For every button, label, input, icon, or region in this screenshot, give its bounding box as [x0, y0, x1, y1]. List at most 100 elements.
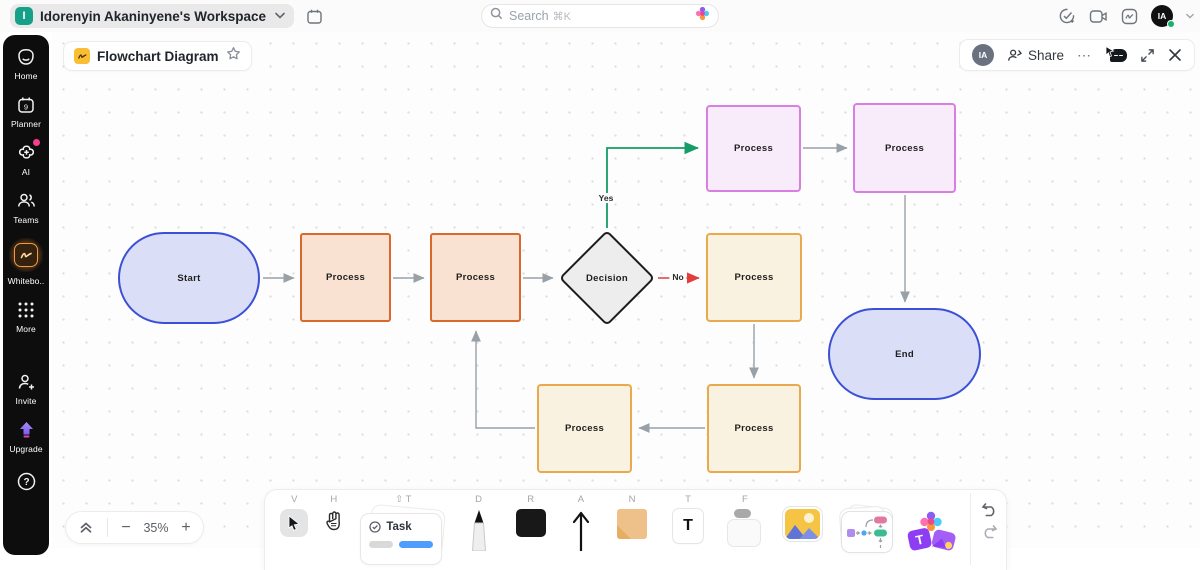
sidebar-item-more[interactable]: More: [3, 299, 49, 334]
tool-text[interactable]: T T: [659, 493, 717, 543]
redo-button[interactable]: [981, 523, 998, 539]
workspace-switcher[interactable]: I Idorenyin Akaninyene's Workspace: [10, 4, 294, 28]
zoom-out-button[interactable]: −: [115, 519, 137, 537]
sidebar-item-teams[interactable]: Teams: [3, 190, 49, 225]
sidebar-item-ai[interactable]: AI: [3, 142, 49, 177]
flow-node-end[interactable]: End: [828, 308, 981, 400]
node-label: Decision: [558, 229, 656, 327]
close-icon[interactable]: [1168, 48, 1182, 62]
sidebar-item-planner[interactable]: 9 Planner: [3, 94, 49, 129]
share-button[interactable]: Share: [1007, 48, 1064, 63]
favorite-star-icon[interactable]: [226, 46, 241, 66]
sticky-note-icon: [617, 509, 647, 539]
shortcut-label: T: [685, 493, 691, 506]
flow-node-process-5[interactable]: Process: [853, 103, 956, 193]
whiteboard-tab[interactable]: Flowchart Diagram: [64, 42, 251, 70]
top-bar: I Idorenyin Akaninyene's Workspace Searc…: [0, 0, 1200, 32]
history-controls: [970, 493, 998, 565]
comment-cursor-tool[interactable]: [1105, 46, 1127, 64]
expand-fullscreen-icon[interactable]: [1140, 48, 1155, 63]
sidebar-item-label: Upgrade: [9, 444, 42, 454]
tool-templates[interactable]: T: [900, 493, 962, 553]
online-status-dot: [1167, 20, 1175, 28]
whiteboards-active-highlight: [9, 238, 43, 272]
workspace-name: Idorenyin Akaninyene's Workspace: [40, 9, 266, 24]
tool-image[interactable]: [773, 493, 833, 539]
sidebar-item-label: Invite: [16, 396, 37, 406]
new-task-check-icon[interactable]: [1058, 7, 1076, 25]
tool-arrow[interactable]: A: [557, 493, 605, 551]
sidebar-item-label: Teams: [13, 215, 39, 225]
calendar-icon[interactable]: [306, 8, 323, 25]
tool-shape[interactable]: R: [505, 493, 557, 537]
tool-select[interactable]: V: [275, 493, 314, 537]
whiteboard-shortcut-icon[interactable]: [1121, 8, 1138, 25]
tool-hand[interactable]: H: [314, 493, 355, 533]
hand-icon: [323, 509, 345, 533]
flow-node-process-3[interactable]: Process: [706, 233, 802, 322]
tool-task-card[interactable]: ⇧ T Task: [354, 493, 452, 564]
shape-rectangle-icon: [516, 509, 546, 537]
shortcut-label: R: [527, 493, 534, 506]
app-sidebar: Home 9 Planner AI Teams: [3, 35, 49, 555]
sidebar-item-invite[interactable]: Invite: [3, 371, 49, 406]
double-chevron-up-icon: [79, 521, 93, 534]
record-clip-icon[interactable]: [1089, 9, 1108, 24]
flow-node-process-7[interactable]: Process: [537, 384, 632, 473]
sidebar-item-whiteboards[interactable]: Whitebo..: [3, 238, 49, 286]
flow-node-process-1[interactable]: Process: [300, 233, 391, 322]
home-icon: [16, 46, 37, 67]
whiteboard-toolbar: V H ⇧ T Task: [265, 490, 1006, 570]
zoom-in-button[interactable]: +: [175, 519, 197, 537]
flow-node-start[interactable]: Start: [118, 232, 260, 324]
tool-frame[interactable]: F: [717, 493, 773, 545]
pen-icon: [471, 509, 487, 551]
flow-node-process-4[interactable]: Process: [706, 105, 801, 192]
chevron-down-icon: [275, 11, 285, 22]
board-actions: IA Share ⋯: [960, 40, 1194, 70]
whiteboard-scribble-icon: [14, 243, 38, 267]
search-input[interactable]: Search ⌘K: [481, 4, 719, 28]
more-options-button[interactable]: ⋯: [1077, 47, 1092, 64]
tool-draw[interactable]: D: [453, 493, 505, 551]
svg-text:?: ?: [23, 477, 29, 488]
help-icon: ?: [16, 471, 37, 492]
zoom-level[interactable]: 35%: [137, 521, 175, 535]
teams-people-icon: [16, 190, 37, 211]
ai-flower-icon[interactable]: [695, 6, 710, 26]
share-people-icon: [1007, 48, 1023, 63]
shortcut-label: D: [475, 493, 482, 506]
more-grid-icon: [16, 299, 37, 320]
tool-sticky-note[interactable]: N: [605, 493, 659, 539]
sidebar-help-button[interactable]: ?: [3, 471, 49, 492]
cursor-arrow-icon: [1105, 44, 1115, 62]
chevron-down-icon[interactable]: [1186, 13, 1194, 19]
flow-node-process-6[interactable]: Process: [707, 384, 801, 473]
sidebar-item-home[interactable]: Home: [3, 46, 49, 81]
text-tool-icon: T: [673, 509, 703, 543]
share-label: Share: [1028, 48, 1064, 63]
task-status-icon: [369, 521, 381, 533]
sidebar-item-upgrade[interactable]: Upgrade: [3, 419, 49, 454]
shortcut-label: A: [578, 493, 584, 506]
whiteboard-tab-icon: [74, 48, 90, 64]
flow-node-decision[interactable]: Decision: [558, 229, 656, 327]
tool-flowchart[interactable]: [833, 493, 901, 551]
sidebar-item-label: More: [16, 324, 36, 334]
image-tool-icon: [785, 509, 820, 539]
collaborator-avatar[interactable]: IA: [972, 44, 994, 66]
flow-node-process-2[interactable]: Process: [430, 233, 521, 322]
planner-day: 9: [24, 102, 28, 111]
shortcut-label: N: [629, 493, 636, 506]
invite-person-icon: [16, 371, 37, 392]
undo-button[interactable]: [981, 501, 998, 517]
collapse-toolbar-button[interactable]: [72, 521, 100, 534]
user-avatar[interactable]: IA: [1151, 5, 1173, 27]
node-label: End: [895, 349, 914, 360]
sidebar-item-label: Planner: [11, 119, 41, 129]
arrow-icon: [571, 509, 591, 551]
notification-dot: [33, 139, 40, 146]
node-label: Process: [734, 423, 773, 434]
search-placeholder: Search: [509, 9, 549, 23]
task-card-preview: Task: [361, 514, 441, 564]
